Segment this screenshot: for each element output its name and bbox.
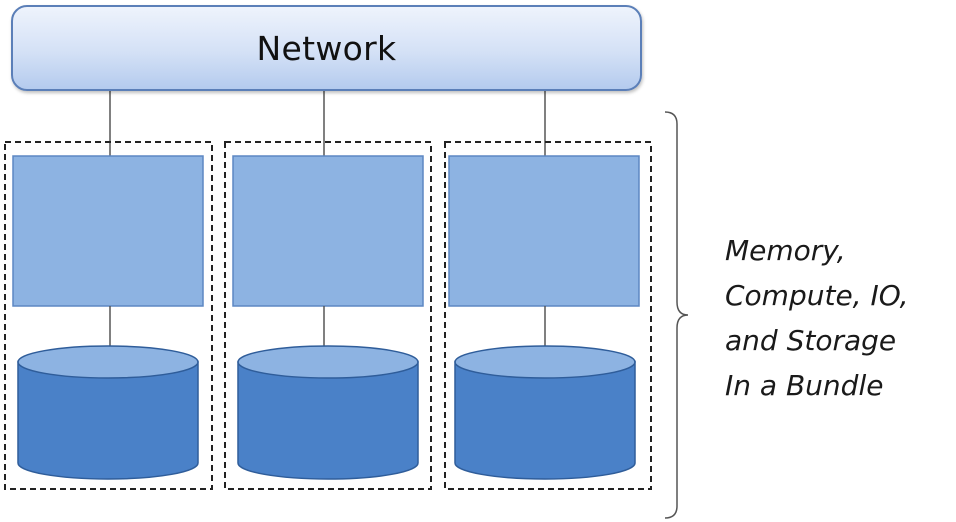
- node-boundary: [4, 141, 213, 490]
- caption-line-4: In a Bundle: [725, 369, 884, 402]
- storage-cylinder: [17, 345, 199, 480]
- node-3: [444, 141, 652, 490]
- grouping-brace: [664, 111, 689, 519]
- caption-line-1: Memory,: [725, 234, 846, 267]
- network-label: Network: [256, 28, 397, 68]
- node-boundary: [444, 141, 652, 490]
- network-box: Network: [11, 5, 642, 91]
- node-2: [224, 141, 432, 490]
- compute-box: [12, 155, 204, 307]
- compute-box: [232, 155, 424, 307]
- caption-line-2: Compute, IO,: [725, 279, 909, 312]
- compute-box: [448, 155, 640, 307]
- node-boundary: [224, 141, 432, 490]
- storage-cylinder: [454, 345, 636, 480]
- caption-line-3: and Storage: [725, 324, 897, 357]
- bundle-caption: Memory, Compute, IO, and Storage In a Bu…: [725, 228, 950, 408]
- storage-cylinder: [237, 345, 419, 480]
- node-1: [4, 141, 213, 490]
